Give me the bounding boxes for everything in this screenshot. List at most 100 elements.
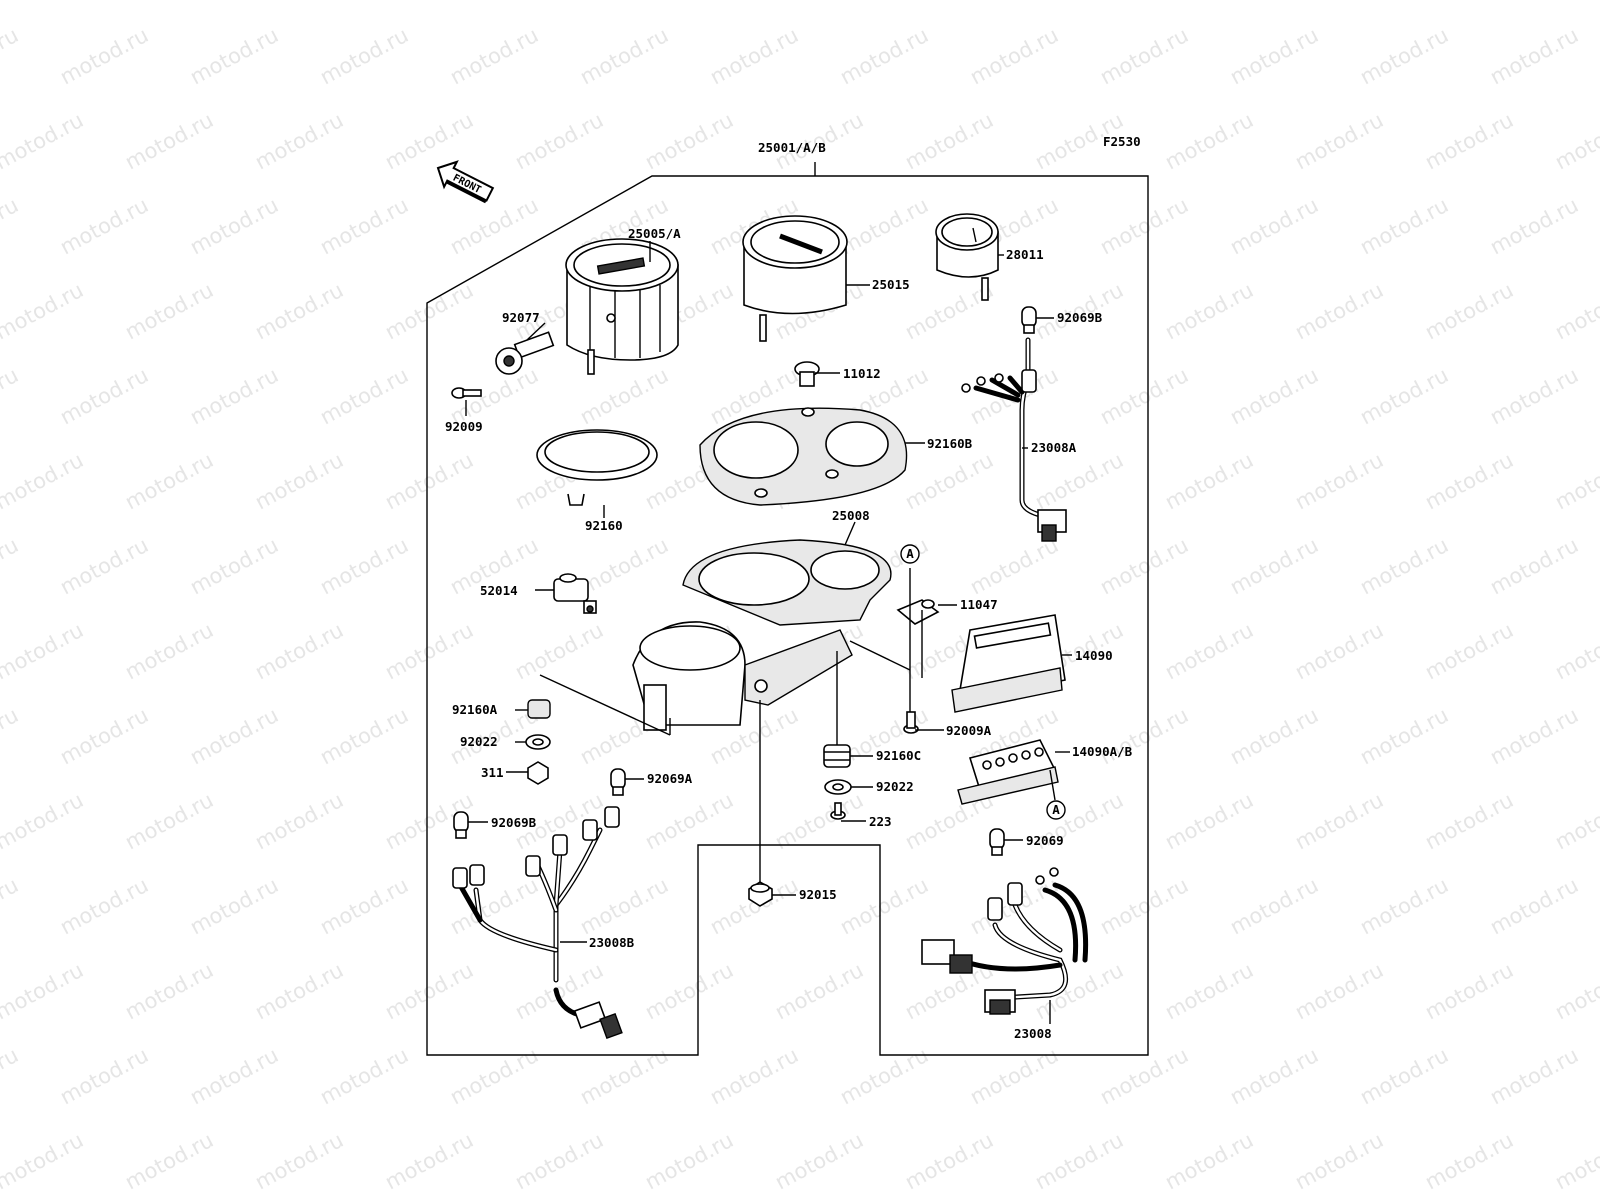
watermark-text: motod.ru xyxy=(251,448,347,514)
harness-23008B xyxy=(452,806,623,1040)
tachometer-25015 xyxy=(742,215,848,342)
front-arrow-icon: FRONT xyxy=(436,160,495,204)
watermark-text: motod.ru xyxy=(641,108,737,174)
watermark-text: motod.ru xyxy=(1161,788,1257,854)
watermark-text: motod.ru xyxy=(56,873,152,939)
small-gauge-28011 xyxy=(935,213,999,301)
watermark-text: motod.ru xyxy=(121,278,217,344)
watermark-text: motod.ru xyxy=(1291,1128,1387,1194)
watermark-text: motod.ru xyxy=(901,1128,997,1194)
clip-11047 xyxy=(896,599,940,625)
label-92022-left: 92022 xyxy=(460,734,498,749)
label-92009A: 92009A xyxy=(946,723,992,738)
callout-marker-bottom: A xyxy=(1046,800,1066,820)
label-92069B-top: 92069B xyxy=(1057,310,1103,325)
watermark-text: motod.ru xyxy=(0,448,87,514)
label-92160B: 92160B xyxy=(927,436,973,451)
watermark-text: motod.ru xyxy=(381,1128,477,1194)
label-92009: 92009 xyxy=(445,419,483,434)
watermark-text: motod.ru xyxy=(316,873,412,939)
watermark-text: motod.ru xyxy=(251,958,347,1024)
watermark-text: motod.ru xyxy=(121,618,217,684)
watermark-text: motod.ru xyxy=(1096,1043,1192,1109)
label-311: 311 xyxy=(481,765,504,780)
watermark-text: motod.ru xyxy=(1486,703,1582,769)
watermark-text: motod.ru xyxy=(836,873,932,939)
watermark-text: motod.ru xyxy=(446,193,542,259)
watermark-text: motod.ru xyxy=(121,788,217,854)
speedometer-25005 xyxy=(565,238,679,375)
watermark-text: motod.ru xyxy=(836,193,932,259)
watermark-text: motod.ru xyxy=(1291,958,1387,1024)
grommet-92160C xyxy=(823,744,851,768)
indicator-lens-14090AB xyxy=(957,739,1059,805)
watermark-text: motod.ru xyxy=(56,363,152,429)
watermark-text: motod.ru xyxy=(1356,363,1452,429)
watermark-text: motod.ru xyxy=(1551,618,1600,684)
watermark-text: motod.ru xyxy=(966,363,1062,429)
watermark-text: motod.ru xyxy=(316,193,412,259)
watermark-text: motod.ru xyxy=(511,618,607,684)
watermark-text: motod.ru xyxy=(1291,448,1387,514)
watermark-text: motod.ru xyxy=(1161,278,1257,344)
watermark-text: motod.ru xyxy=(0,703,22,769)
watermark-text: motod.ru xyxy=(121,0,217,4)
watermark-text: motod.ru xyxy=(1551,1128,1600,1194)
watermark-text: motod.ru xyxy=(251,278,347,344)
watermark-text: motod.ru xyxy=(901,108,997,174)
label-23008B: 23008B xyxy=(589,935,635,950)
label-23008A: 23008A xyxy=(1031,440,1077,455)
watermark-text: motod.ru xyxy=(1551,0,1600,4)
watermark-text: motod.ru xyxy=(251,108,347,174)
label-14090AB: 14090A/B xyxy=(1072,744,1133,759)
watermark-text: motod.ru xyxy=(316,23,412,89)
label-25001: 25001/A/B xyxy=(758,140,826,155)
watermark-text: motod.ru xyxy=(706,23,802,89)
watermark-text: motod.ru xyxy=(1356,1043,1452,1109)
watermark-text: motod.ru xyxy=(771,0,867,4)
watermark-text: motod.ru xyxy=(576,873,672,939)
watermark-text: motod.ru xyxy=(1226,363,1322,429)
indicator-housing-14090 xyxy=(951,614,1066,713)
watermark-text: motod.ru xyxy=(1226,873,1322,939)
label-28011: 28011 xyxy=(1006,247,1044,262)
watermark-text: motod.ru xyxy=(1551,788,1600,854)
label-92015: 92015 xyxy=(799,887,837,902)
watermark-text: motod.ru xyxy=(1161,0,1257,4)
gasket-plate-92160B xyxy=(699,407,908,506)
watermark-text: motod.ru xyxy=(251,618,347,684)
label-92160A: 92160A xyxy=(452,702,498,717)
watermark-text: motod.ru xyxy=(836,1043,932,1109)
watermark-text: motod.ru xyxy=(1161,1128,1257,1194)
bulb-92069 xyxy=(989,828,1005,856)
watermark-text: motod.ru xyxy=(966,1043,1062,1109)
watermark-text: motod.ru xyxy=(0,363,22,429)
watermark-text: motod.ru xyxy=(1356,193,1452,259)
label-92022-right: 92022 xyxy=(876,779,914,794)
watermark-text: motod.ru xyxy=(1356,23,1452,89)
watermark-text: motod.ru xyxy=(0,1043,22,1109)
label-92160: 92160 xyxy=(585,518,623,533)
watermark-text: motod.ru xyxy=(0,618,87,684)
watermark-text: motod.ru xyxy=(1096,363,1192,429)
watermark-text: motod.ru xyxy=(186,23,282,89)
watermark-text: motod.ru xyxy=(901,448,997,514)
harness-23008 xyxy=(921,867,1089,1015)
label-11047: 11047 xyxy=(960,597,998,612)
watermark-text: motod.ru xyxy=(1161,448,1257,514)
watermark-text: motod.ru xyxy=(0,1128,87,1194)
watermark-text: motod.ru xyxy=(316,533,412,599)
watermark-text: motod.ru xyxy=(56,193,152,259)
watermark-text: motod.ru xyxy=(576,23,672,89)
watermark-text: motod.ru xyxy=(511,1128,607,1194)
part-labels: F2530 25001/A/B 25005/A 25015 28011 9207… xyxy=(445,134,1141,1041)
watermark-text: motod.ru xyxy=(0,958,87,1024)
watermark-text: motod.ru xyxy=(1421,788,1517,854)
screw-92009 xyxy=(451,387,482,399)
callout-marker-top-label: A xyxy=(906,546,914,561)
bulb-92069B-top xyxy=(1021,306,1037,334)
watermark-text: motod.ru xyxy=(1031,1128,1127,1194)
watermark-text: motod.ru xyxy=(381,278,477,344)
watermark-text: motod.ru xyxy=(641,958,737,1024)
watermark-text: motod.ru xyxy=(56,533,152,599)
